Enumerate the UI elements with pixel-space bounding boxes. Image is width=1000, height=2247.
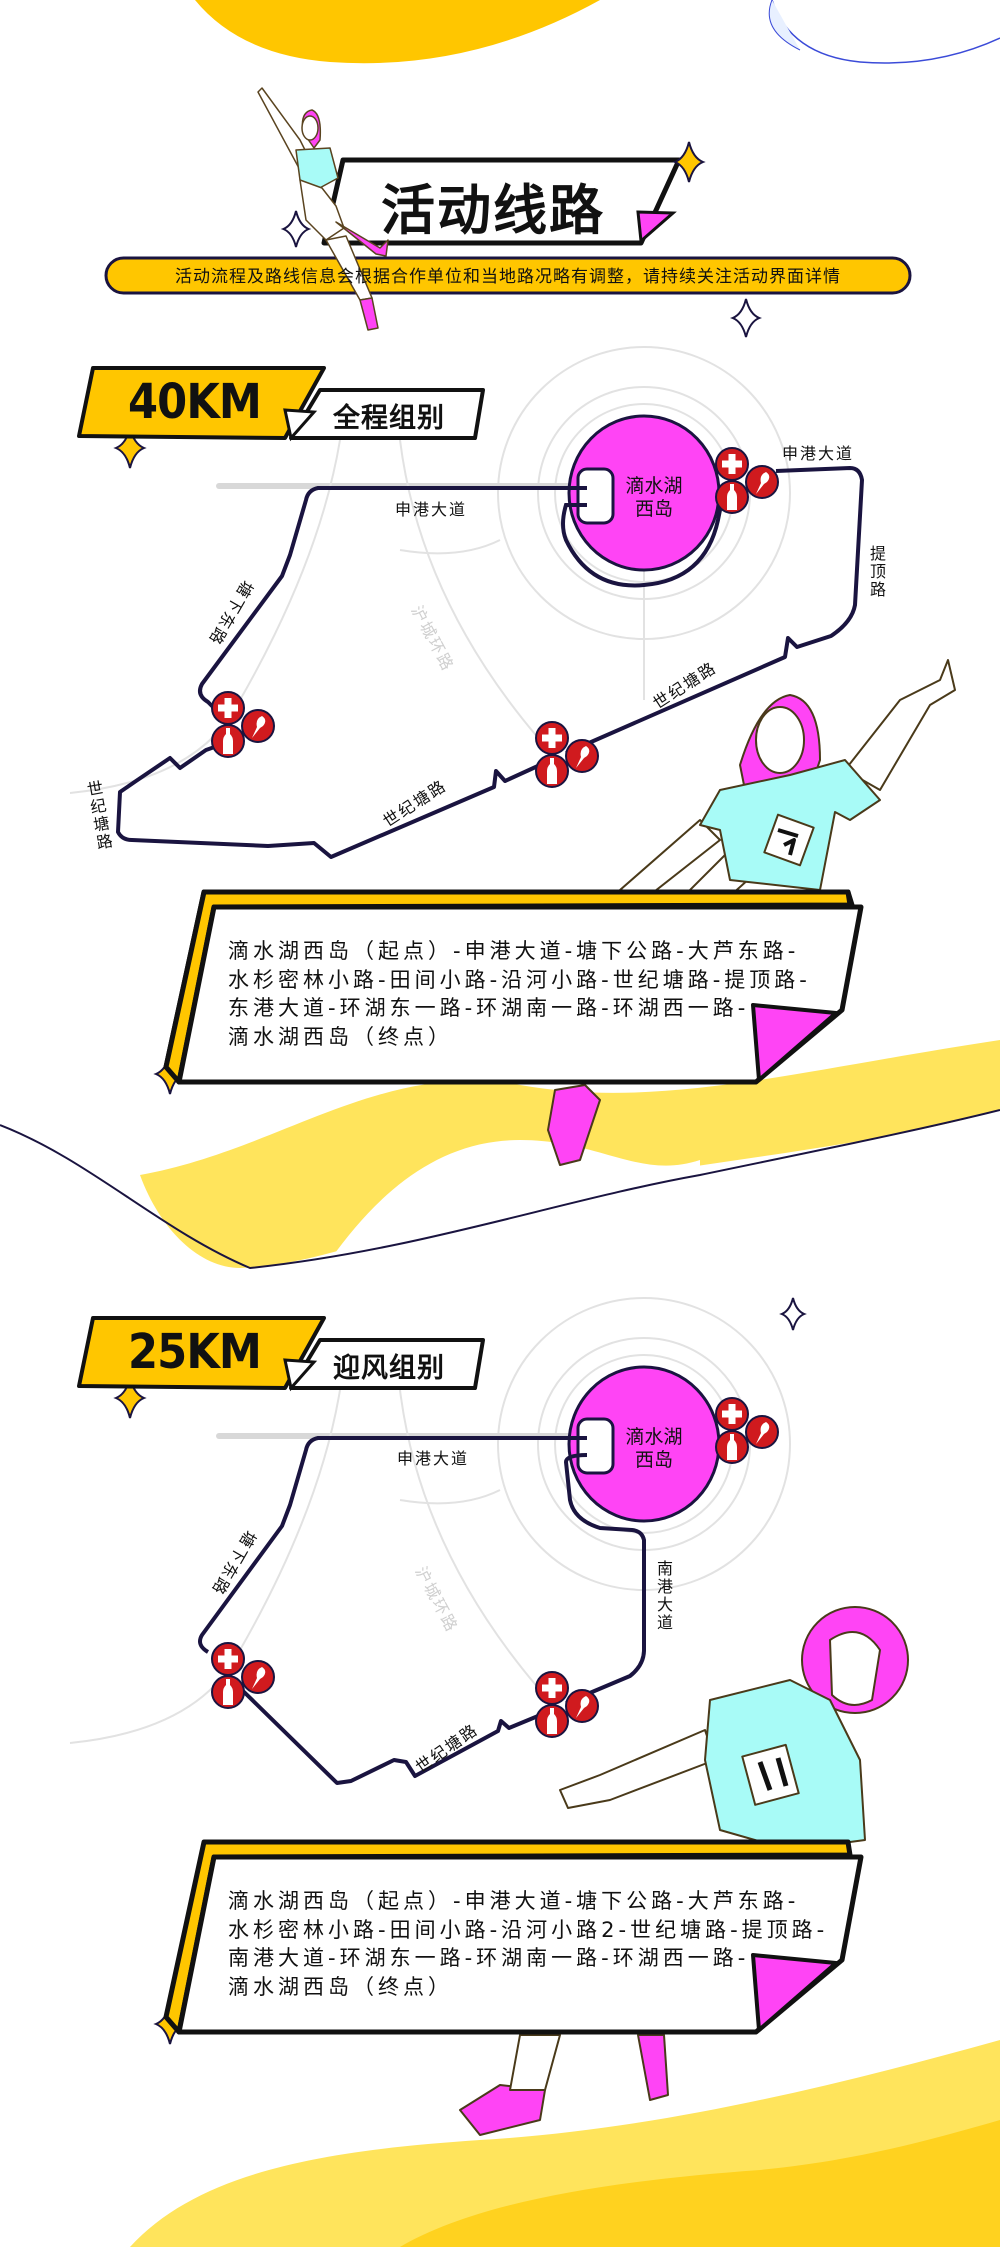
island-name-line2: 西岛 — [634, 1449, 673, 1471]
sparkle-star-icon — [113, 1377, 147, 1419]
badge-distance-bg — [77, 1316, 326, 1390]
bib-number-icon — [741, 1743, 800, 1806]
route-description-line: 水杉密林小路-田间小路-沿河小路2-世纪塘路-提顶路- — [228, 1917, 829, 1942]
top-blue-curve-2 — [768, 0, 801, 51]
route-description-line: 滴水湖西岛（起点）-申港大道-塘下公路-大芦东路- — [228, 939, 800, 963]
road-label: 提顶路 — [867, 545, 886, 599]
distance-label: 40KM — [128, 374, 262, 430]
runner-figure-large — [547, 659, 956, 1166]
route-map-25km — [69, 1297, 909, 2136]
sparkle-star-icon — [779, 1297, 807, 1331]
route-line — [198, 1436, 646, 1785]
first-aid-icon — [211, 1642, 245, 1676]
route-description-line: 水杉密林小路-田间小路-沿河小路-世纪塘路-提顶路- — [228, 967, 811, 992]
route-box-fold — [751, 1003, 838, 1082]
route-description-line: 滴水湖西岛（终点） — [228, 1024, 453, 1049]
bottom-yellow-inner — [400, 2120, 1000, 2247]
first-aid-icon — [535, 1671, 569, 1705]
checkpoint-cluster — [211, 691, 275, 758]
route-line — [116, 466, 864, 859]
sparkle-star-icon — [113, 427, 147, 469]
group-label: 全程组别 — [333, 403, 445, 434]
route-inner-loop — [561, 499, 724, 588]
middle-navy-line — [0, 1109, 1000, 1270]
first-aid-icon — [535, 721, 569, 755]
road-label: 申港大道 — [395, 500, 468, 519]
runner-figure-helmet — [459, 1606, 909, 2136]
route-map-40km — [69, 346, 956, 1166]
checkpoint-cluster — [211, 1642, 275, 1709]
island-name-line2: 西岛 — [634, 498, 673, 520]
checkpoint-cluster — [535, 1671, 599, 1738]
road-label: 申港大道 — [397, 1449, 470, 1468]
map-pin-icon — [565, 739, 599, 773]
water-bottle-icon — [535, 754, 569, 788]
group-label: 迎风组别 — [333, 1353, 445, 1384]
water-bottle-icon — [535, 1704, 569, 1738]
water-bottle-icon — [715, 480, 749, 514]
water-bottle-icon — [211, 1675, 245, 1709]
badge-fold — [283, 408, 318, 442]
distance-label: 25KM — [128, 1324, 262, 1380]
route-description-line: 东港大道-环湖东一路-环湖南一路-环湖西一路- — [228, 996, 750, 1020]
checkpoint-cluster — [535, 721, 599, 788]
top-yellow-wave — [195, 0, 600, 64]
route-description-line: 滴水湖西岛（终点） — [228, 1974, 453, 1999]
route-description: 滴水湖西岛（起点）-申港大道-塘下公路-大芦东路- 水杉密林小路-田间小路-沿河… — [228, 1887, 828, 2001]
road-label: 申港大道 — [782, 444, 855, 463]
route-box-fold — [751, 1953, 838, 2032]
water-bottle-icon — [211, 724, 245, 758]
map-pin-icon — [565, 1689, 599, 1723]
first-aid-icon — [715, 447, 749, 481]
route-description-line: 滴水湖西岛（起点）-申港大道-塘下公路-大芦东路- — [228, 1889, 800, 1913]
sparkle-star-icon — [280, 210, 312, 248]
island-start-marker — [576, 467, 615, 525]
water-bottle-icon — [715, 1430, 749, 1464]
island-name-line1: 滴水湖 — [625, 475, 683, 497]
page-title: 活动线路 — [381, 179, 605, 242]
map-pin-icon — [241, 1660, 275, 1694]
sparkle-star-icon — [730, 298, 762, 338]
sparkle-star-icon — [672, 141, 706, 183]
first-aid-icon — [715, 1397, 749, 1431]
island-name-line1: 滴水湖 — [625, 1426, 683, 1448]
route-description-line: 南港大道-环湖东一路-环湖南一路-环湖西一路- — [228, 1946, 750, 1970]
title-fold — [636, 210, 677, 245]
top-blue-curve — [771, 0, 1000, 64]
top-runner-figure — [257, 87, 389, 331]
checkpoint-cluster — [715, 447, 779, 514]
map-pin-icon — [241, 709, 275, 743]
notice-pill-bg — [104, 256, 912, 295]
notice-text: 活动流程及路线信息会根据合作单位和当地路况略有调整，请持续关注活动界面详情 — [175, 267, 841, 287]
badge-distance-bg — [77, 366, 326, 440]
road-label: 南港大道 — [654, 1560, 673, 1632]
middle-yellow-inner — [330, 1140, 700, 1260]
map-pin-icon — [745, 1415, 779, 1449]
route-description: 滴水湖西岛（起点）-申港大道-塘下公路-大芦东路- 水杉密林小路-田间小路-沿河… — [228, 937, 811, 1051]
bib-number-icon — [763, 813, 815, 867]
badge-fold — [283, 1358, 318, 1392]
checkpoint-cluster — [715, 1397, 779, 1464]
island-start-marker — [576, 1417, 615, 1475]
first-aid-icon — [211, 691, 245, 725]
map-pin-icon — [745, 465, 779, 499]
